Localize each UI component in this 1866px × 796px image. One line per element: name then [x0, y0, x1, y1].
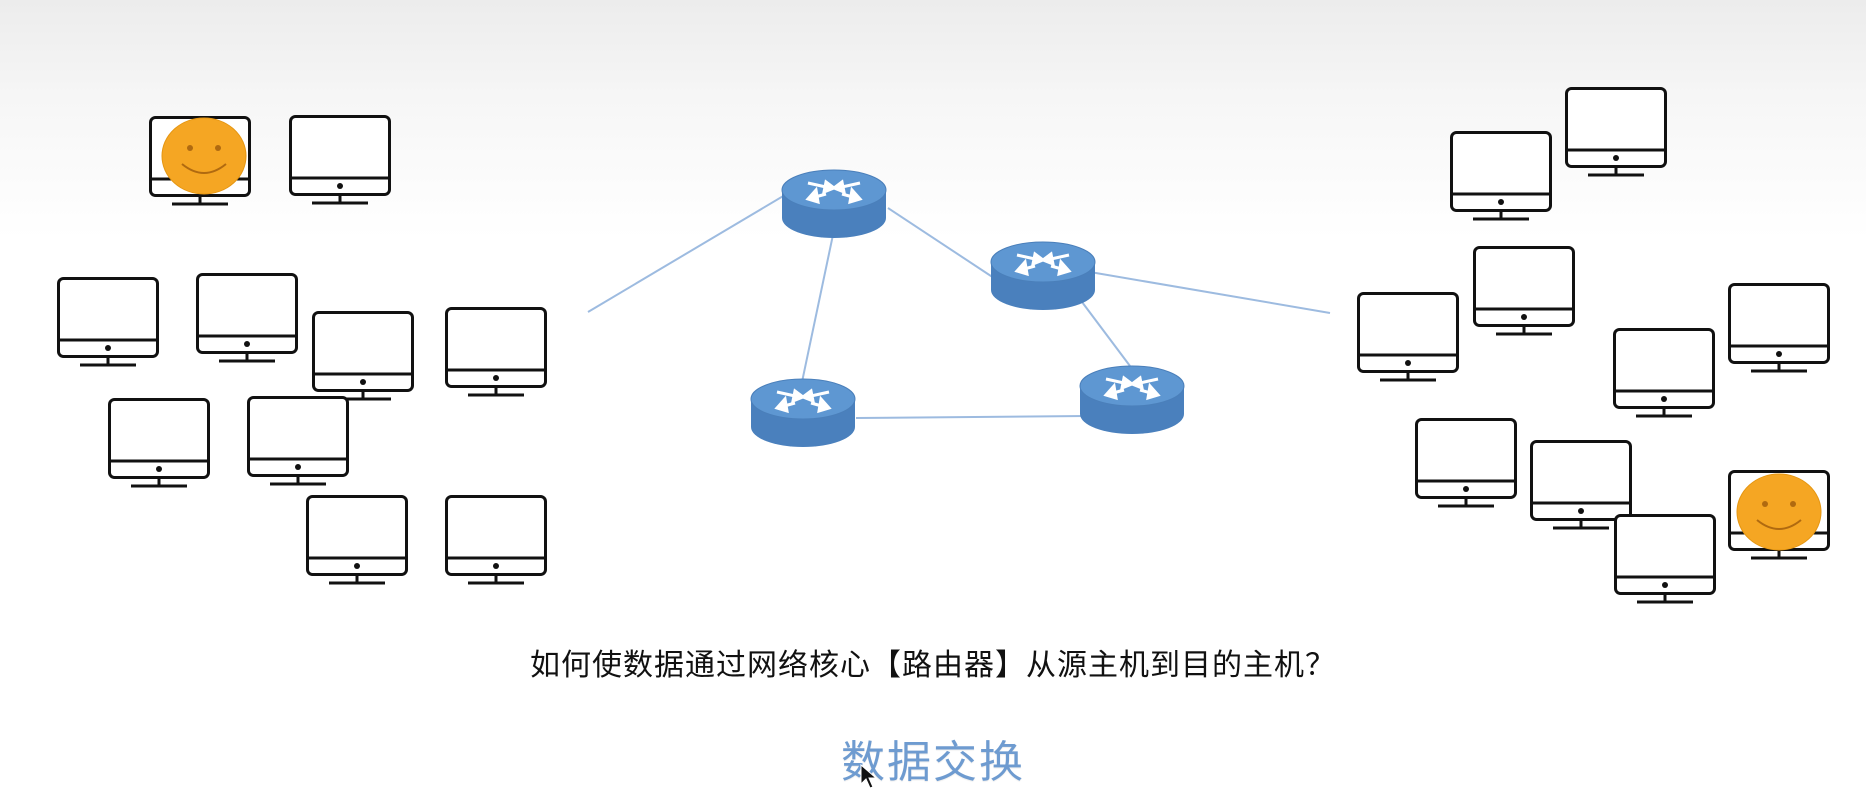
- router-icon: [989, 240, 1097, 312]
- monitor-icon: [1614, 514, 1716, 604]
- network-links: [587, 191, 1331, 419]
- mouse-pointer-icon: [860, 764, 878, 789]
- monitor-icon: [312, 311, 414, 401]
- monitor-icon: [445, 495, 547, 585]
- right-host-cluster: [1357, 87, 1830, 604]
- router-icon: [780, 168, 888, 240]
- router-icon: [749, 377, 857, 449]
- router-core-4: [1078, 364, 1186, 436]
- link-right-access: [1089, 271, 1331, 314]
- monitor-icon: [1357, 292, 1459, 382]
- monitor-icon: [1473, 246, 1575, 336]
- host: [247, 396, 349, 486]
- host: [57, 277, 159, 367]
- router-core-2: [989, 240, 1097, 312]
- host: [196, 273, 298, 363]
- monitor-icon: [289, 115, 391, 205]
- link-r3-r4: [855, 415, 1087, 419]
- host: [312, 311, 414, 401]
- monitor-icon: [247, 396, 349, 486]
- host: [445, 307, 547, 397]
- monitor-icon: [306, 495, 408, 585]
- router-core-3: [749, 377, 857, 449]
- host: [1614, 514, 1716, 604]
- host: [1728, 283, 1830, 373]
- monitor-icon: [1565, 87, 1667, 177]
- destination-user: [1736, 473, 1822, 551]
- host: [1565, 87, 1667, 177]
- host: [1450, 131, 1552, 221]
- monitor-icon: [196, 273, 298, 363]
- link-r1-r2: [887, 207, 1001, 283]
- monitor-icon: [1613, 328, 1715, 418]
- host: [306, 495, 408, 585]
- smiley-face-icon: [161, 117, 247, 195]
- monitor-icon: [1728, 283, 1830, 373]
- host: [289, 115, 391, 205]
- link-left-access: [587, 191, 791, 313]
- left-host-cluster: [57, 115, 547, 585]
- slide-title: 数据交换: [841, 737, 1025, 788]
- link-r1-r3: [801, 229, 835, 383]
- source-user: [161, 117, 247, 195]
- host: [1473, 246, 1575, 336]
- monitor-icon: [57, 277, 159, 367]
- monitor-icon: [108, 398, 210, 488]
- router-icon: [1078, 364, 1186, 436]
- host: [1357, 292, 1459, 382]
- host: [1530, 440, 1632, 530]
- link-r2-r4: [1081, 301, 1131, 367]
- smiley-face-icon: [1736, 473, 1822, 551]
- question-caption: 如何使数据通过网络核心【路由器】从源主机到目的主机？: [530, 648, 1336, 683]
- host: [445, 495, 547, 585]
- monitor-icon: [1530, 440, 1632, 530]
- host: [1613, 328, 1715, 418]
- host: [108, 398, 210, 488]
- router-core-1: [780, 168, 888, 240]
- monitor-icon: [1415, 418, 1517, 508]
- monitor-icon: [445, 307, 547, 397]
- host: [1415, 418, 1517, 508]
- monitor-icon: [1450, 131, 1552, 221]
